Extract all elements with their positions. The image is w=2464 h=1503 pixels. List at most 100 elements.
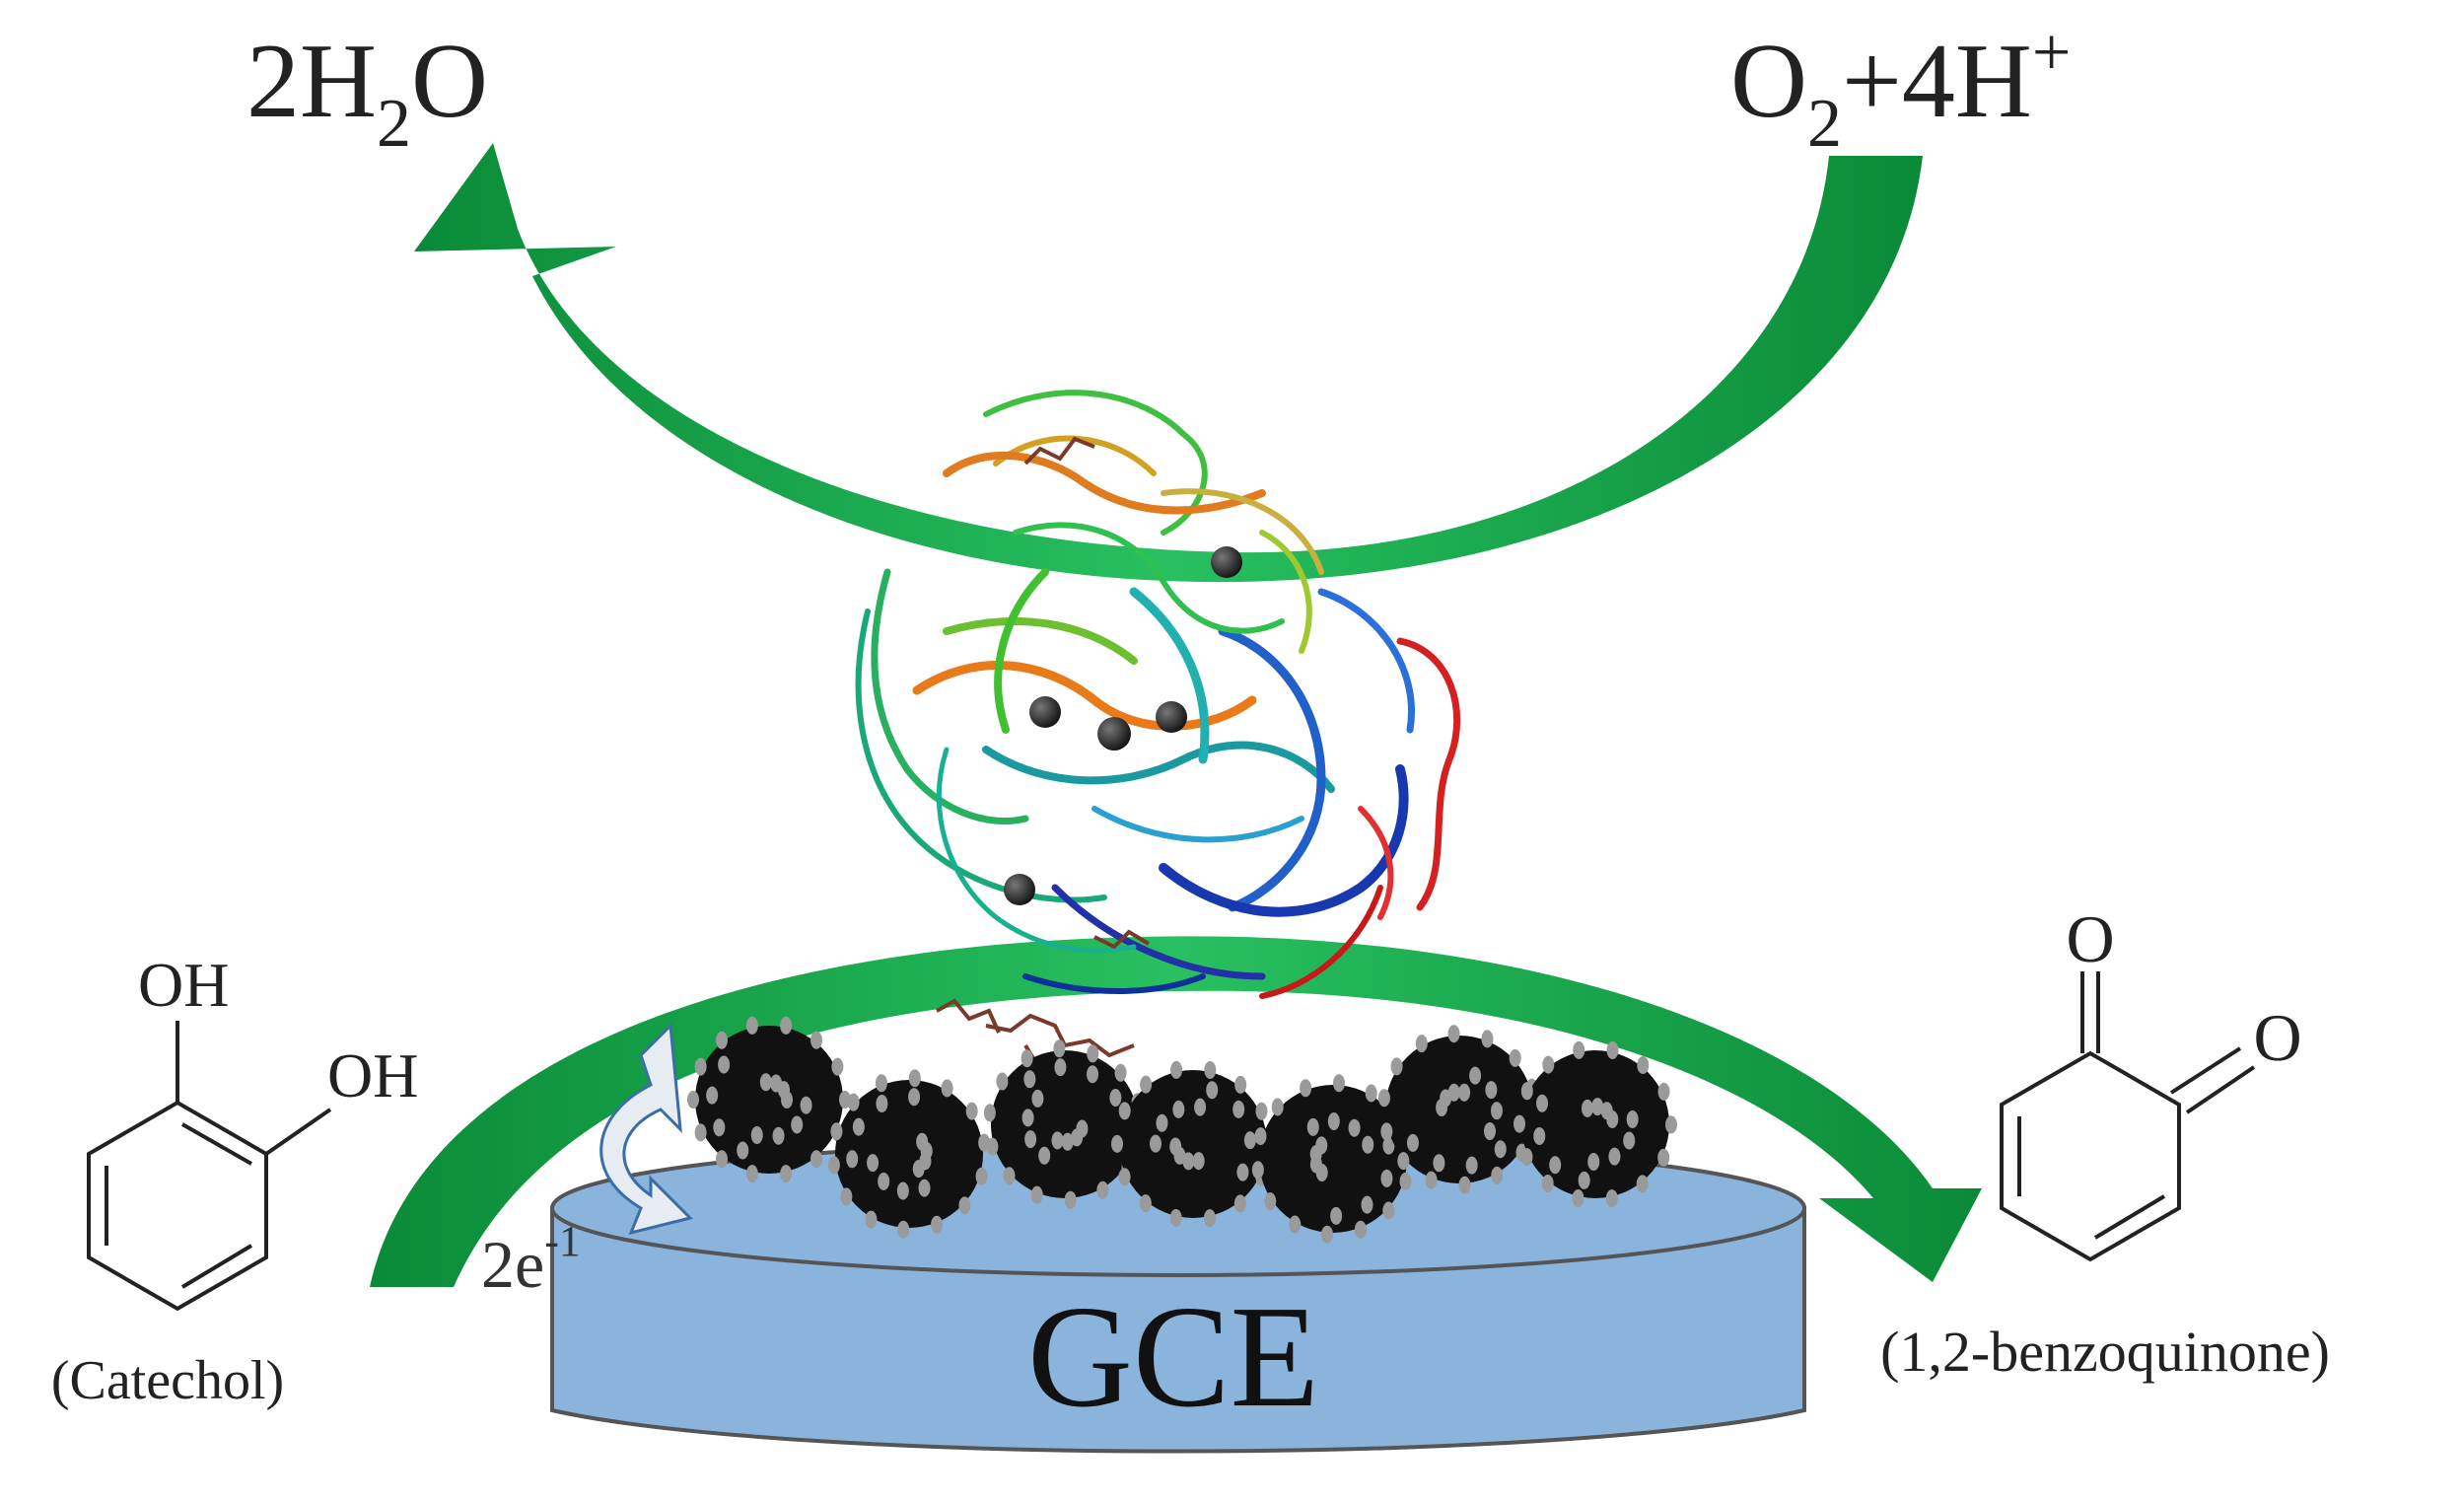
particle-surface-dot: [1087, 1044, 1099, 1063]
particle-inner-dot: [1150, 1134, 1162, 1153]
particle-inner-dot: [1109, 1089, 1122, 1108]
particle-surface-dot: [830, 1122, 843, 1141]
particle-surface-dot: [1541, 1174, 1554, 1192]
particle-inner-dot: [1232, 1100, 1245, 1118]
particle-surface-dot: [780, 1016, 793, 1035]
electrode-label: GCE: [1027, 1276, 1319, 1438]
particle-surface-dot: [715, 1031, 728, 1049]
particle-surface-dot: [1254, 1127, 1267, 1146]
particle-surface-dot: [941, 1079, 953, 1098]
particle-surface-dot: [1520, 1148, 1533, 1167]
particle-surface-dot: [1114, 1063, 1127, 1082]
particle-surface-dot: [983, 1104, 996, 1122]
particle-surface-dot: [1542, 1055, 1555, 1074]
benzoquinone-structure: [2000, 971, 2256, 1262]
quinone-o-top: O: [2066, 901, 2114, 976]
particle-surface-dot: [1354, 1220, 1367, 1239]
particle-inner-dot: [737, 1141, 749, 1160]
particle-surface-dot: [745, 1165, 758, 1183]
particle-surface-dot: [1399, 1172, 1412, 1190]
particle-inner-dot: [1076, 1119, 1089, 1138]
particle-surface-dot: [745, 1016, 758, 1035]
particle-inner-dot: [1436, 1099, 1448, 1117]
particle-surface-dot: [1118, 1168, 1131, 1186]
particle-inner-dot: [1306, 1117, 1319, 1136]
particle-surface-dot: [1053, 1039, 1066, 1058]
particle-surface-dot: [1271, 1098, 1284, 1116]
particle-surface-dot: [1203, 1209, 1216, 1228]
lower-reaction-arrow: [370, 936, 1982, 1287]
particle-surface-dot: [931, 1215, 944, 1234]
particle-surface-dot: [1425, 1171, 1438, 1189]
particle-inner-dot: [1494, 1140, 1507, 1159]
particle-inner-dot: [1362, 1135, 1374, 1154]
particle-surface-dot: [1255, 1102, 1268, 1120]
particle-surface-dot: [827, 1156, 840, 1175]
curved-transfer-arrow-icon: [599, 1022, 693, 1236]
particle-surface-dot: [1300, 1079, 1312, 1098]
particle-surface-dot: [975, 1167, 988, 1185]
particle-surface-dot: [1606, 1041, 1619, 1060]
particle-surface-dot: [1491, 1166, 1504, 1184]
particle-surface-dot: [1657, 1148, 1670, 1167]
particle-surface-dot: [1264, 1192, 1277, 1211]
catechol-oh-top: OH: [138, 950, 229, 1020]
laccase-ribbon-structure-icon: [855, 390, 1461, 999]
particle-surface-dot: [1320, 1225, 1333, 1244]
particle-inner-dot: [896, 1181, 909, 1200]
particle-inner-dot: [852, 1117, 865, 1136]
particle-inner-dot: [791, 1115, 804, 1134]
particle-surface-dot: [875, 1074, 887, 1093]
particle-inner-dot: [1465, 1156, 1478, 1175]
particle-inner-dot: [1061, 1132, 1074, 1151]
catechol-name: (Catechol): [51, 1350, 284, 1411]
particle-inner-dot: [1485, 1081, 1498, 1100]
particle-inner-dot: [1433, 1154, 1445, 1173]
particle-surface-dot: [1573, 1040, 1585, 1059]
particle-inner-dot: [770, 1074, 783, 1093]
particle-surface-dot: [831, 1057, 844, 1076]
particle-inner-dot: [706, 1086, 719, 1105]
nanoparticle-icon: [1119, 1070, 1267, 1218]
particle-inner-dot: [846, 1150, 859, 1169]
particle-surface-dot: [1064, 1190, 1077, 1209]
particle-inner-dot: [759, 1073, 772, 1092]
particle-surface-dot: [1096, 1181, 1109, 1199]
particle-surface-dot: [1415, 1035, 1428, 1053]
particle-surface-dot: [1169, 1209, 1182, 1228]
particle-inner-dot: [800, 1096, 812, 1114]
particle-inner-dot: [1608, 1147, 1621, 1166]
particle-surface-dot: [1657, 1082, 1670, 1101]
particle-inner-dot: [718, 1055, 731, 1074]
particle-inner-dot: [1236, 1163, 1249, 1181]
particle-inner-dot: [1626, 1109, 1639, 1128]
particle-inner-dot: [1087, 1065, 1099, 1084]
catechol-structure: [87, 1021, 332, 1312]
particle-inner-dot: [1156, 1113, 1168, 1132]
nanoparticle-icon: [1521, 1050, 1669, 1198]
particle-surface-dot: [1139, 1194, 1152, 1213]
particle-inner-dot: [1361, 1195, 1373, 1214]
upper-reaction-arrow: [414, 143, 1923, 583]
particle-inner-dot: [1382, 1136, 1395, 1155]
particle-surface-dot: [1636, 1175, 1649, 1193]
particle-inner-dot: [713, 1118, 726, 1137]
particle-surface-dot: [965, 1102, 978, 1120]
particle-inner-dot: [750, 1125, 763, 1144]
particle-inner-dot: [1315, 1164, 1328, 1182]
particle-surface-dot: [1520, 1082, 1533, 1101]
particle-surface-dot: [1170, 1060, 1183, 1079]
particle-inner-dot: [1182, 1152, 1195, 1171]
particle-surface-dot: [1030, 1185, 1043, 1204]
particle-inner-dot: [1031, 1089, 1044, 1108]
particle-surface-dot: [897, 1220, 910, 1239]
particle-surface-dot: [810, 1150, 823, 1169]
particle-surface-dot: [996, 1072, 1009, 1091]
quinone-o-right: O: [2253, 1000, 2301, 1075]
particle-inner-dot: [1536, 1094, 1549, 1112]
particle-inner-dot: [1243, 1131, 1256, 1150]
catechol-oh-right: OH: [327, 1040, 418, 1110]
particle-surface-dot: [1021, 1049, 1033, 1068]
particle-surface-dot: [1481, 1030, 1494, 1048]
particle-surface-dot: [1380, 1122, 1393, 1141]
